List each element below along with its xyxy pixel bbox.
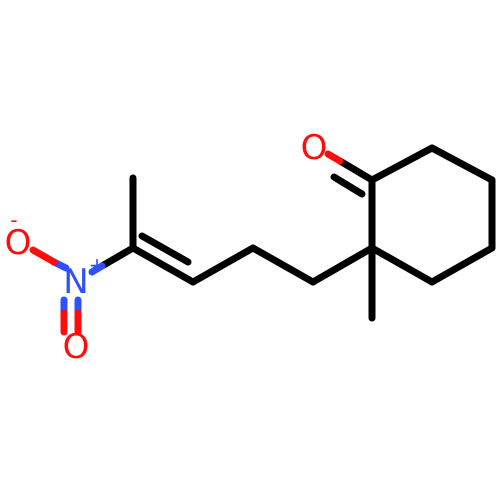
cyclohexanone-ring [368,144,496,286]
pentenyl-chain [88,174,376,286]
nitro-nitrogen-label: N [63,262,88,302]
nitro-oxygen-single-label: O [5,223,32,263]
nitro-group [29,246,82,336]
ring-bond [428,144,496,184]
nitro-oxygen-double-label: O [63,327,90,367]
carbonyl-double-bond [324,150,376,198]
alkene-double-bond [138,232,192,266]
ring-bond [368,144,436,184]
carbon-nitrogen-bond [98,244,137,270]
alkene-double-bond [129,244,197,286]
nitro-oxygen-charge: - [10,208,17,232]
ring-bond [368,244,436,286]
ring-bond [428,244,496,286]
nitro-nitrogen-charge: + [89,253,106,277]
carbonyl-oxygen-label: O [301,128,328,168]
